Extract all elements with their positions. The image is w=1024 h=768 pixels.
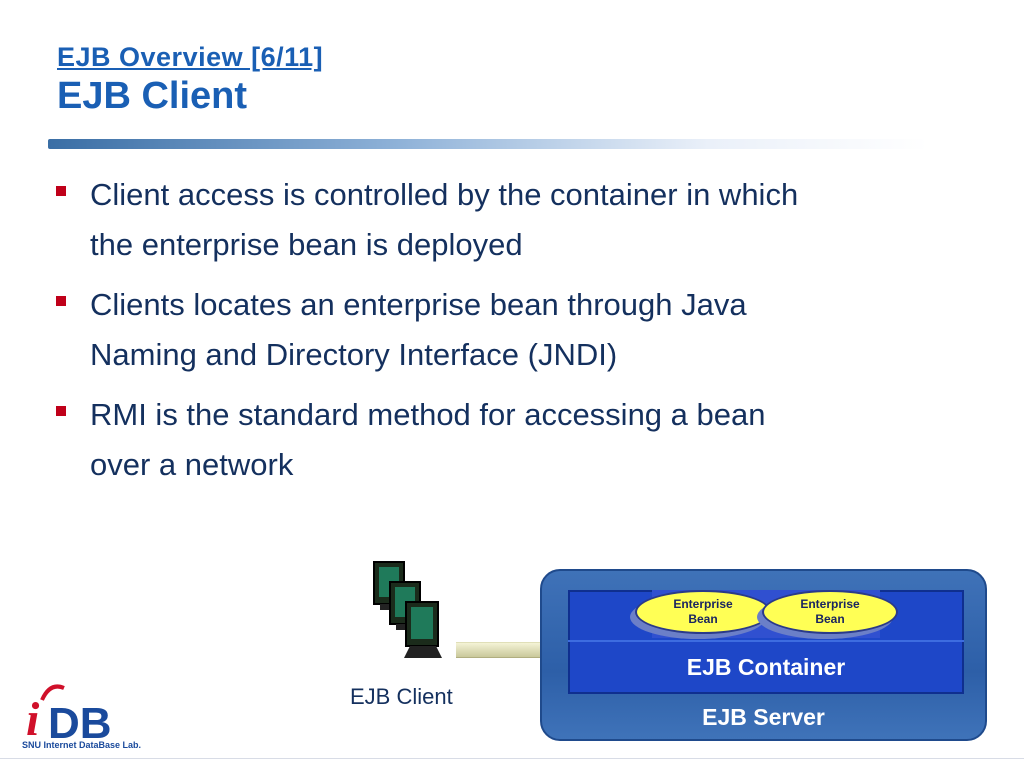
slide-title: EJB Client: [57, 75, 248, 117]
svg-text:i: i: [26, 693, 40, 746]
footer-divider: [0, 758, 1024, 759]
bullet-line: over a network: [90, 447, 294, 482]
bullet-item: Clients locates an enterprise bean throu…: [56, 280, 956, 380]
slide-subtitle: EJB Overview [6/11]: [57, 42, 324, 72]
enterprise-bean: Enterprise Bean: [762, 590, 898, 634]
network-connection: [456, 642, 546, 658]
bean-label-line: Enterprise: [673, 597, 733, 611]
bullet-text: Clients locates an enterprise bean throu…: [90, 280, 747, 380]
computer-terminals-icon: [373, 561, 442, 658]
bullet-line: the enterprise bean is deployed: [90, 227, 523, 262]
bullet-line: Clients locates an enterprise bean throu…: [90, 287, 747, 322]
enterprise-bean: Enterprise Bean: [635, 590, 771, 634]
bullet-line: RMI is the standard method for accessing…: [90, 397, 766, 432]
bullet-square-icon: [56, 406, 66, 416]
bean-label-line: Bean: [815, 612, 845, 626]
bullet-square-icon: [56, 186, 66, 196]
container-label: EJB Container: [686, 654, 846, 680]
bullet-text: RMI is the standard method for accessing…: [90, 390, 765, 490]
idb-logo: i DB: [26, 684, 112, 748]
title-divider: [48, 139, 928, 149]
bullet-line: Naming and Directory Interface (JNDI): [90, 337, 618, 372]
bean-label-line: Bean: [688, 612, 718, 626]
monitor-icon: [404, 601, 442, 658]
bullet-item: Client access is controlled by the conta…: [56, 170, 956, 270]
bullet-list: Client access is controlled by the conta…: [56, 170, 956, 500]
bean-label-line: Enterprise: [800, 597, 860, 611]
container-divider: [568, 640, 964, 642]
bullet-text: Client access is controlled by the conta…: [90, 170, 798, 270]
bullet-square-icon: [56, 296, 66, 306]
title-block: EJB Overview [6/11] EJB Client: [57, 40, 323, 118]
bullet-line: Client access is controlled by the conta…: [90, 177, 799, 212]
server-label: EJB Server: [702, 704, 825, 730]
svg-text:DB: DB: [48, 699, 112, 748]
bullet-item: RMI is the standard method for accessing…: [56, 390, 956, 490]
logo-caption: SNU Internet DataBase Lab.: [22, 740, 142, 750]
client-label: EJB Client: [350, 684, 453, 709]
